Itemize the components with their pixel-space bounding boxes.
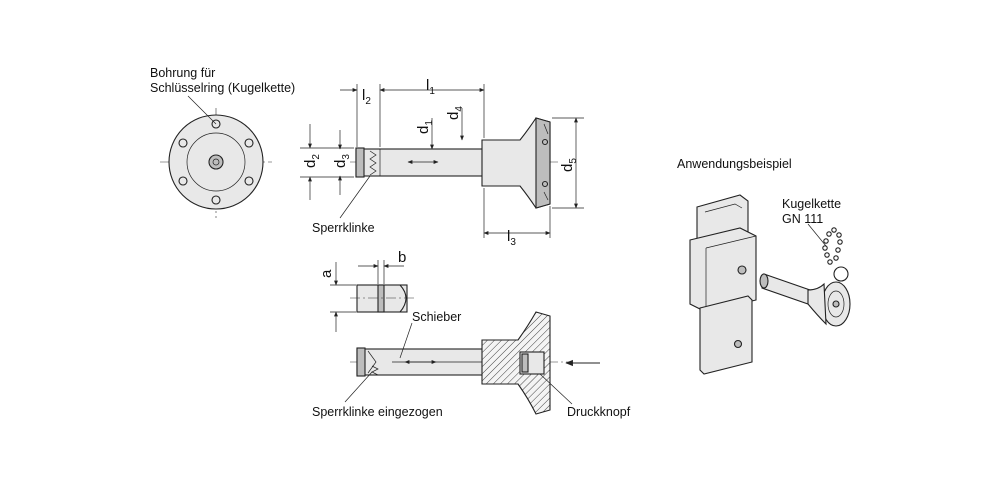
flange-holes <box>178 119 254 205</box>
dim-d1: d1 <box>415 120 435 134</box>
pin-section-view <box>344 311 600 415</box>
dim-l1: l1 <box>426 77 435 97</box>
flange-front-view <box>160 95 272 218</box>
application-example <box>689 194 851 375</box>
dim-d2: d2 <box>302 154 322 168</box>
dim-d3: d3 <box>332 154 352 168</box>
dim-l3: l3 <box>507 228 516 248</box>
dim-l2: l2 <box>362 87 371 107</box>
bohrung-label-line2: Schlüsselring (Kugelkette) <box>150 81 295 95</box>
kugelkette-label: Kugelkette <box>782 197 841 211</box>
schieber-label: Schieber <box>412 310 461 324</box>
druckknopf-label: Druckknopf <box>567 405 631 419</box>
dim-b: b <box>398 249 406 266</box>
sperrklinke-label: Sperrklinke <box>312 221 375 235</box>
pin-side-view <box>350 117 560 209</box>
dim-d5: d5 <box>559 158 579 172</box>
dim-d4: d4 <box>445 106 465 120</box>
sperrklinke-eingezogen-label: Sperrklinke eingezogen <box>312 405 443 419</box>
side-view-dimensions <box>300 84 584 238</box>
ball-chain <box>822 227 849 282</box>
anwendungsbeispiel-title: Anwendungsbeispiel <box>677 157 792 171</box>
gn111-label: GN 111 <box>782 212 823 226</box>
dim-a: a <box>318 269 335 278</box>
pawl-detail-view <box>330 260 415 332</box>
bohrung-label-line1: Bohrung für <box>150 66 215 80</box>
